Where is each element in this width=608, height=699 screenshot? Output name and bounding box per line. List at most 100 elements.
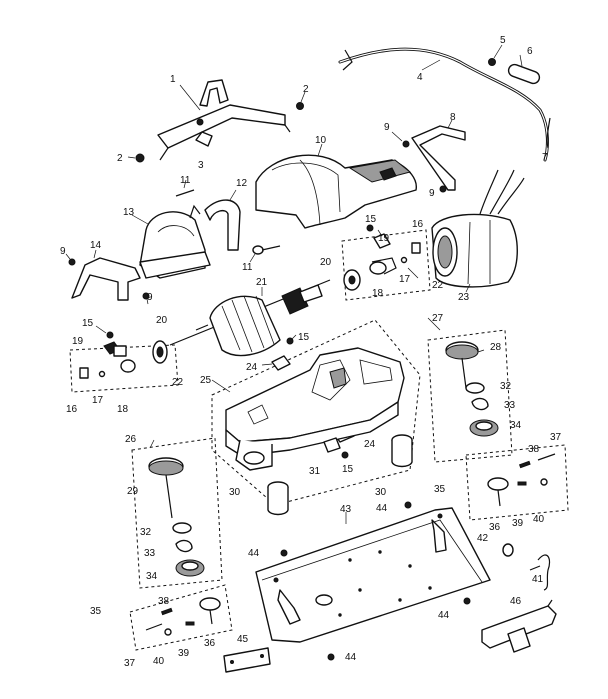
callout-label: 15 (298, 332, 310, 343)
part-32-washer-left (172, 522, 192, 534)
part-30-bushing-right (391, 434, 413, 468)
callout-label: 35 (90, 606, 102, 617)
part-19-clip-right (373, 229, 391, 249)
part-17-spring-right (400, 256, 408, 264)
part-29-gear-left (148, 457, 184, 519)
callout-label: 44 (376, 503, 388, 514)
part-14-bracket (71, 249, 141, 301)
callout-label: 46 (510, 596, 522, 607)
part-18-holder-left (120, 359, 136, 373)
callout-label: 43 (340, 504, 352, 515)
callout-label: 37 (550, 432, 562, 443)
callout-label: 27 (432, 313, 444, 324)
part-39-key-left (185, 621, 195, 626)
part-36-foot-right (487, 477, 509, 507)
part-30-bushing-left (267, 481, 289, 516)
part-44-screw-a (404, 501, 412, 509)
callout-label: 40 (533, 514, 545, 525)
part-40-clip-left (164, 628, 172, 636)
callout-label: 2 (117, 153, 123, 164)
group-box-35-left (129, 584, 233, 651)
callout-label: 10 (315, 135, 327, 146)
part-32-washer-right (465, 382, 485, 394)
callout-label: 41 (532, 574, 544, 585)
part-17-spring-left (98, 370, 106, 378)
callout-label: 26 (125, 434, 137, 445)
part-38-key-left (160, 607, 173, 616)
callout-label: 17 (92, 395, 104, 406)
part-23-stator (431, 169, 525, 293)
part-6-strain-relief (507, 63, 541, 85)
part-21-armature (169, 279, 331, 357)
part-44-screw-b (280, 549, 288, 557)
part-45-plate (223, 647, 271, 673)
callout-label: 30 (229, 487, 241, 498)
callout-label: 32 (500, 381, 512, 392)
callout-label: 16 (66, 404, 78, 415)
part-43-base-plate (255, 507, 491, 643)
part-11-pin-bottom (249, 245, 281, 263)
part-8-bracket (411, 119, 466, 191)
callout-label: 40 (153, 656, 165, 667)
callout-label: 25 (200, 375, 212, 386)
callout-label: 30 (375, 487, 387, 498)
part-4-cord (338, 47, 549, 162)
callout-label: 18 (117, 404, 129, 415)
part-9-screw-b (439, 185, 447, 193)
callout-label: 19 (72, 336, 84, 347)
callout-label: 9 (60, 246, 66, 257)
group-box-15-22-left (69, 344, 179, 393)
part-9-screw-d (142, 292, 150, 300)
callout-label: 6 (527, 46, 533, 57)
part-1-bracket (157, 79, 291, 161)
callout-label: 17 (399, 274, 411, 285)
callout-label: 24 (364, 439, 376, 450)
part-12-hook (204, 199, 241, 251)
group-box-15-22-right (341, 229, 431, 301)
callout-label: 18 (372, 288, 384, 299)
part-18-holder-right (369, 257, 397, 275)
callout-label: 15 (365, 214, 377, 225)
callout-label: 20 (156, 315, 168, 326)
callout-label: 38 (158, 596, 170, 607)
part-40-clip-right (540, 478, 548, 486)
part-39-key-right (517, 481, 527, 486)
callout-label: 7 (542, 152, 548, 163)
callout-label: 14 (90, 240, 102, 251)
part-33-ring-right (471, 397, 489, 411)
callout-label: 11 (242, 262, 253, 273)
callout-label: 31 (309, 466, 321, 477)
callout-label: 45 (237, 634, 249, 645)
part-20-bearing-left (152, 340, 168, 364)
callout-label: 22 (432, 280, 444, 291)
part-20-bearing-right (343, 269, 361, 291)
part-15-screw-b (106, 331, 114, 339)
callout-labels: 1 2 2 3 4 5 6 7 8 9 9 9 9 10 11 11 12 13… (60, 35, 562, 669)
part-34-gear-left (175, 559, 205, 577)
part-24-clip-top (271, 355, 291, 371)
callout-label: 44 (438, 610, 450, 621)
callout-label: 42 (477, 533, 489, 544)
callout-label: 28 (490, 342, 502, 353)
callout-label: 22 (172, 377, 184, 388)
callout-label: 15 (82, 318, 94, 329)
callout-label: 13 (123, 207, 135, 218)
part-37-pin-right (537, 453, 556, 461)
part-10-motor-cover (255, 143, 417, 229)
callout-label: 37 (124, 658, 136, 669)
part-42-nut (502, 543, 514, 557)
callout-label: 44 (345, 652, 357, 663)
group-box-26 (131, 437, 223, 589)
callout-label: 1 (170, 74, 176, 85)
part-15-screw-a (366, 224, 374, 232)
callout-label: 33 (504, 400, 516, 411)
part-16-brush-left (79, 367, 89, 379)
callout-label: 35 (434, 484, 446, 495)
part-2-screw-top (296, 102, 304, 110)
callout-label: 3 (198, 160, 204, 171)
callout-label: 32 (140, 527, 152, 538)
group-box-35-right (465, 444, 569, 521)
part-46-shoe (481, 599, 557, 653)
